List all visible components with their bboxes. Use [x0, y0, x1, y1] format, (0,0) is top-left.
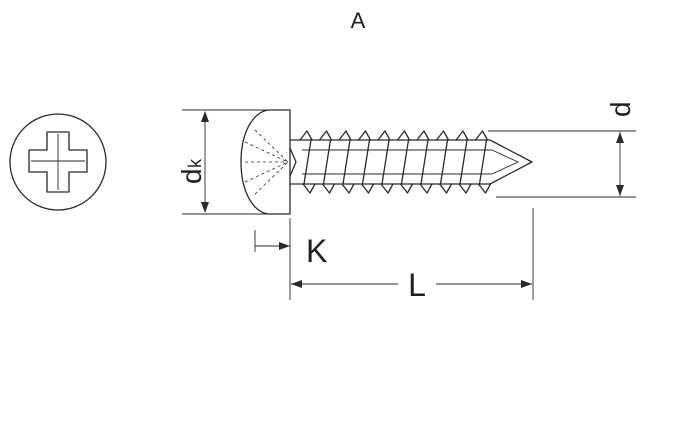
thread-crest — [357, 130, 375, 194]
thread-crest — [474, 130, 492, 194]
label-head-diameter-sub: k — [185, 158, 205, 168]
screw-point — [489, 139, 533, 185]
thread-crest — [416, 130, 433, 194]
dimension-thread-diameter: d — [488, 101, 636, 198]
screw-side-view — [240, 109, 533, 215]
dimension-head-height: K — [254, 218, 327, 300]
label-length: L — [408, 267, 426, 303]
dimension-length: L — [291, 208, 534, 303]
label-thread-diameter: d — [605, 101, 636, 117]
screw-head — [240, 109, 291, 215]
thread-crest — [338, 130, 355, 194]
thread-crest — [435, 130, 453, 194]
label-head-diameter: d — [176, 168, 207, 184]
thread-crest — [455, 130, 472, 194]
phillips-cross-icon — [28, 131, 88, 193]
thread-crest — [377, 130, 394, 194]
dimension-head-diameter: d k — [176, 109, 268, 215]
head-top-view — [9, 113, 107, 211]
thread-crest — [318, 130, 336, 194]
thread-profile — [299, 130, 492, 194]
view-title: A — [351, 8, 366, 33]
thread-crest — [396, 130, 414, 194]
thread-crest — [299, 130, 316, 194]
label-head-height: K — [306, 233, 327, 269]
